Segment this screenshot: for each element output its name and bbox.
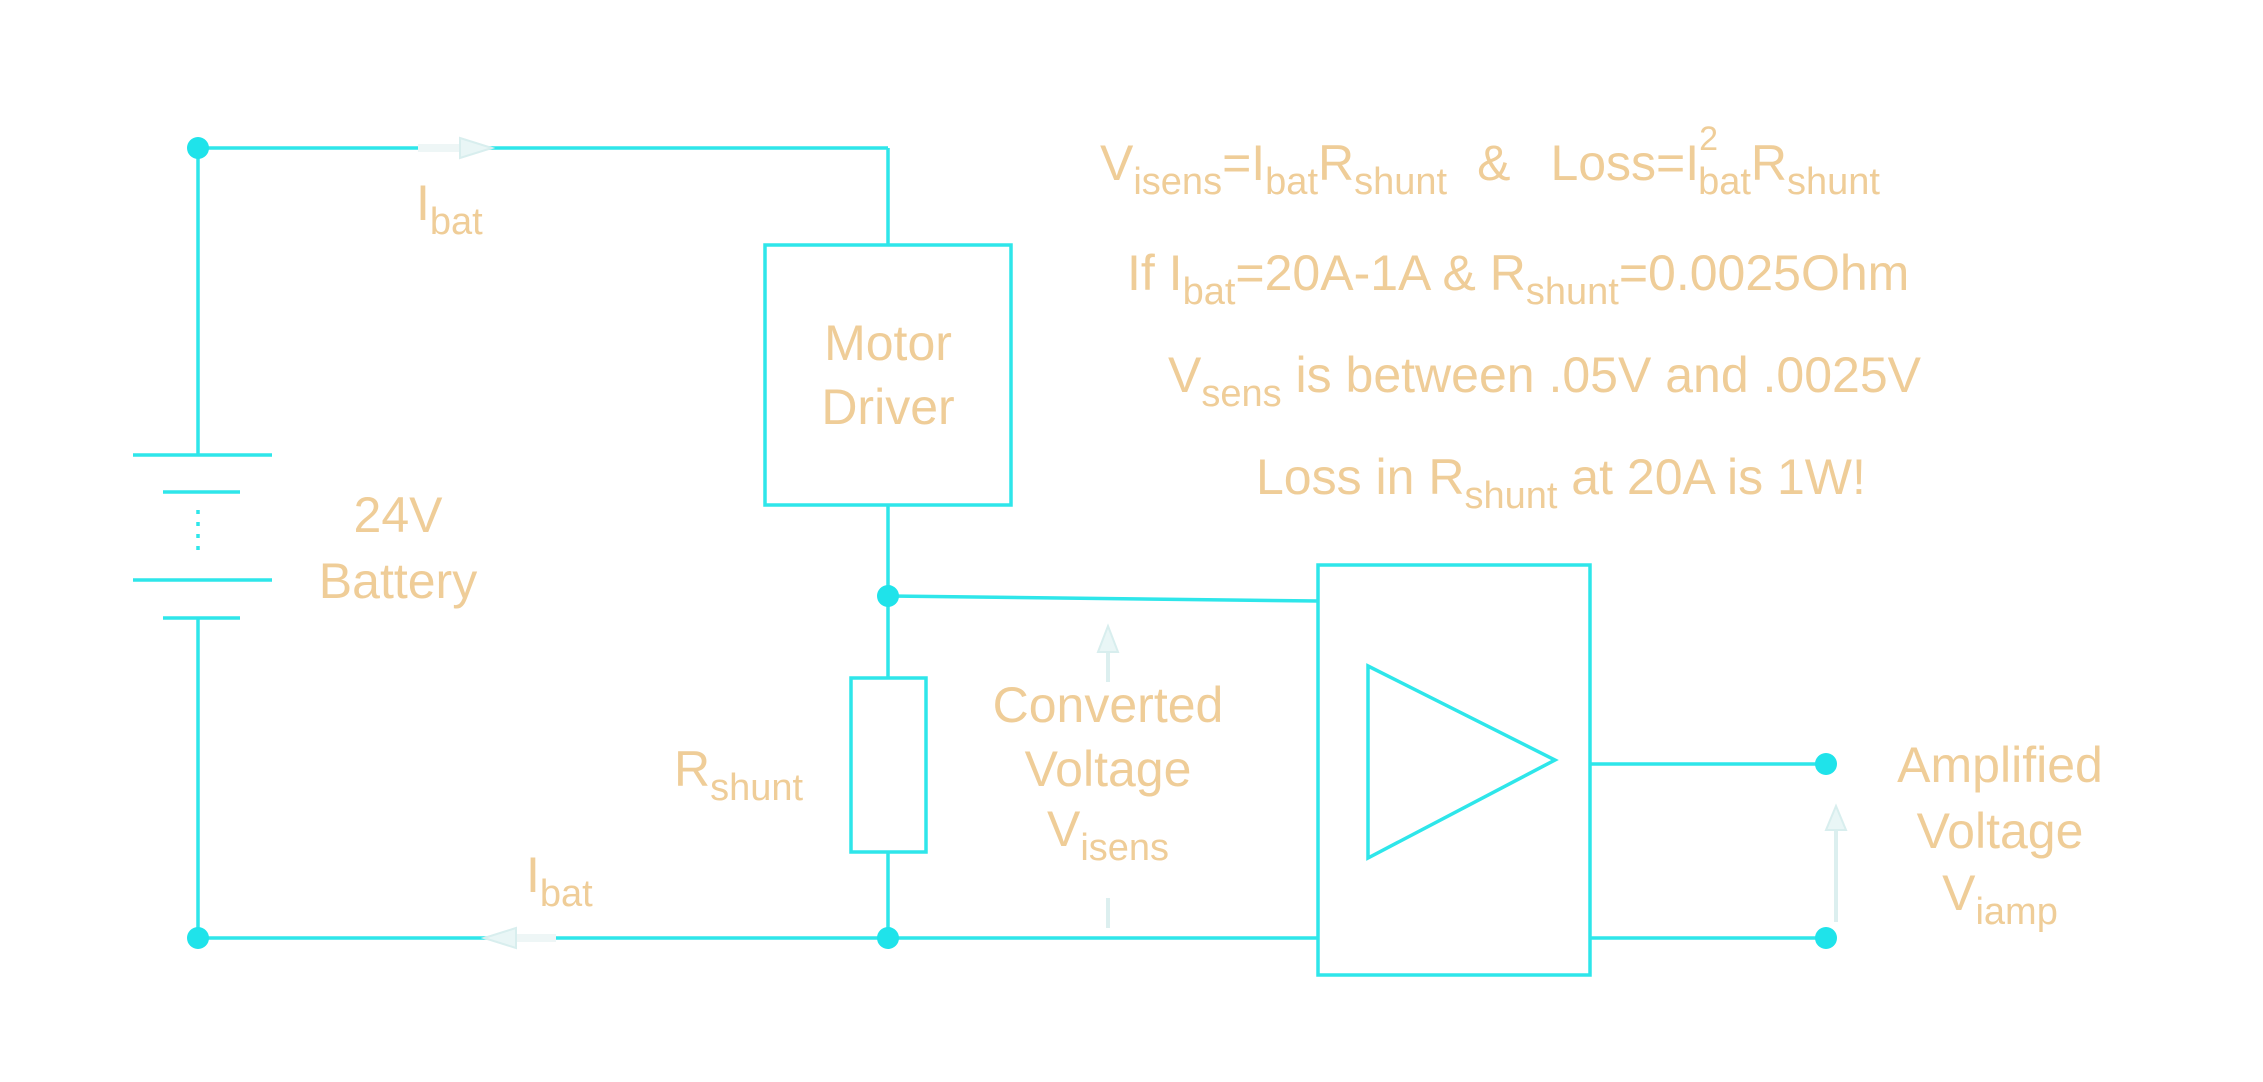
motor-driver-label-line1: Motor (824, 315, 952, 371)
sense-wire (887, 594, 1319, 603)
top-current-arrow-shaft (418, 144, 462, 152)
top-current-label: Ibat (416, 175, 483, 243)
arrows (418, 136, 1848, 950)
equation-2: If Ibat=20A-1A & Rshunt=0.0025Ohm (1127, 245, 1909, 313)
motor-driver-box (763, 243, 1013, 507)
shunt-label: Rshunt (674, 741, 804, 809)
battery-symbol (133, 453, 272, 620)
node-output-ground (1815, 927, 1837, 949)
node-top-left (187, 137, 209, 159)
amplified-label-line2: Voltage (1917, 803, 2084, 859)
amplified-label-line1: Amplified (1897, 737, 2103, 793)
shunt-resistor (849, 676, 928, 854)
converted-arrow-head (1096, 623, 1120, 653)
node-sense (877, 585, 899, 607)
equation-3: Vsens is between .05V and .0025V (1168, 347, 1922, 415)
bottom-current-label: Ibat (526, 847, 593, 915)
battery-voltage-label: 24V (354, 487, 444, 543)
nodes (187, 137, 1837, 949)
node-output (1815, 753, 1837, 775)
bottom-current-arrow-shaft (514, 934, 556, 942)
equation-4: Loss in Rshunt at 20A is 1W! (1256, 449, 1866, 517)
top-current-arrow-head (459, 136, 496, 160)
motor-driver-label-line2: Driver (821, 379, 954, 435)
amplified-label-symbol: Viamp (1942, 865, 2058, 933)
battery-name-label: Battery (319, 553, 477, 609)
amplified-arrow-head (1824, 803, 1848, 831)
node-shunt-bottom (877, 927, 899, 949)
bottom-current-arrow-head (480, 926, 517, 950)
amplifier-box (1316, 563, 1592, 977)
converted-label-line2: Voltage (1025, 741, 1192, 797)
amplifier-triangle (1366, 663, 1559, 861)
node-bottom-left (187, 927, 209, 949)
converted-label-symbol: Visens (1047, 801, 1169, 869)
converted-label-line1: Converted (993, 677, 1224, 733)
